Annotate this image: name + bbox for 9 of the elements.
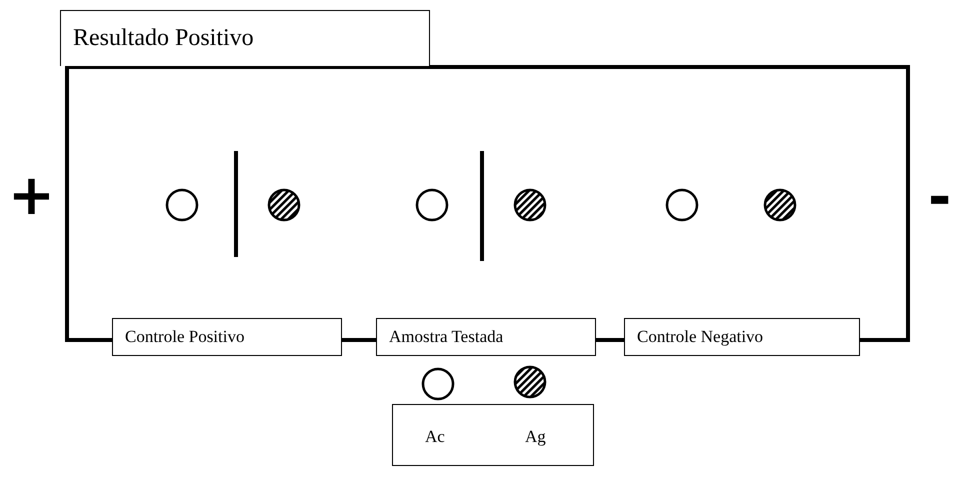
heading: Resultado Positivo xyxy=(60,10,430,66)
well-caption: Controle Positivo xyxy=(112,318,342,356)
cathode-sign: - xyxy=(928,170,952,226)
well-label: Ag xyxy=(525,427,546,447)
anode-sign: + xyxy=(8,168,55,224)
well-label: Ac xyxy=(425,427,445,447)
well-caption: Amostra Testada xyxy=(376,318,596,356)
well-caption: Controle Negativo xyxy=(624,318,860,356)
legend-box xyxy=(392,404,594,466)
